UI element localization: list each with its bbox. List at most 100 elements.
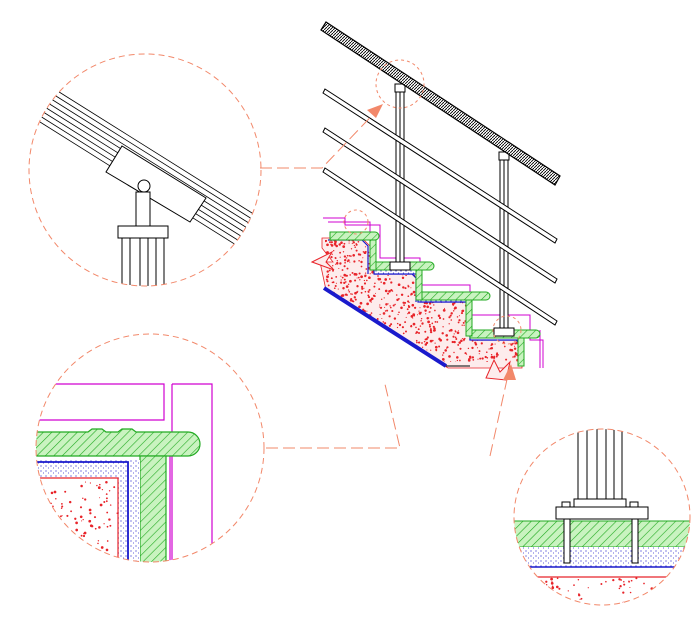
concrete-dot [492, 260, 495, 263]
concrete-dot [442, 309, 446, 312]
concrete-dot [64, 552, 67, 555]
concrete-dot [623, 583, 626, 586]
concrete-dot [519, 603, 521, 605]
concrete-dot [601, 605, 603, 607]
concrete-dot [473, 248, 475, 250]
concrete-dot [376, 257, 378, 259]
concrete-dot [464, 352, 467, 355]
concrete-dot [38, 517, 40, 519]
concrete-dot [318, 291, 320, 293]
concrete-dot [460, 240, 463, 241]
concrete-dot [350, 318, 354, 321]
concrete-dot [487, 268, 490, 270]
concrete-dot [495, 325, 498, 328]
concrete-dot [319, 295, 321, 297]
concrete-dot [387, 368, 388, 369]
concrete-dot [54, 539, 57, 542]
concrete-dot [480, 319, 483, 322]
concrete-dot [434, 345, 438, 349]
concrete-dot [388, 289, 391, 293]
concrete-dot [317, 300, 319, 302]
concrete-dot [450, 312, 453, 315]
concrete-dot [398, 352, 401, 355]
concrete-dot [447, 242, 449, 244]
concrete-dot [471, 346, 474, 350]
concrete-dot [84, 498, 87, 501]
concrete-dot [357, 318, 361, 322]
concrete-dot [365, 268, 368, 270]
concrete-dot [629, 586, 631, 589]
concrete-dot [512, 267, 514, 270]
concrete-dot [422, 355, 426, 359]
concrete-dot [629, 591, 632, 594]
concrete-dot [393, 250, 395, 253]
concrete-dot [410, 292, 413, 296]
concrete-dot [398, 311, 400, 314]
concrete-dot [429, 282, 432, 285]
concrete-dot [340, 241, 343, 244]
concrete-dot [406, 308, 409, 311]
concrete-dot [349, 274, 352, 276]
concrete-dot [325, 348, 328, 352]
concrete-dot [442, 257, 445, 260]
concrete-dot [378, 288, 381, 291]
concrete-dot [545, 580, 548, 583]
concrete-dot [60, 507, 63, 510]
concrete-dot [432, 261, 434, 263]
concrete-dot [99, 497, 101, 499]
concrete-dot [333, 332, 336, 335]
concrete-dot [445, 334, 449, 337]
concrete-dot [468, 272, 472, 275]
concrete-dot [364, 272, 367, 274]
concrete-dot [427, 271, 431, 275]
concrete-dot [364, 246, 367, 248]
concrete-dot [470, 250, 473, 253]
concrete-dot [410, 287, 412, 289]
concrete-dot [333, 346, 336, 348]
concrete-dot [327, 284, 330, 287]
concrete-dot [551, 601, 555, 604]
concrete-dot [476, 282, 479, 284]
concrete-dot [659, 588, 663, 592]
concrete-dot [693, 578, 696, 581]
concrete-dot [364, 250, 367, 253]
concrete-dot [407, 311, 411, 314]
concrete-dot [318, 318, 319, 319]
concrete-dot [496, 275, 498, 277]
concrete-dot [359, 301, 363, 305]
concrete-dot [434, 263, 437, 266]
concrete-dot [477, 258, 480, 261]
concrete-dot [533, 597, 536, 601]
concrete-dot [60, 563, 62, 565]
concrete-dot [413, 306, 417, 309]
concrete-dot [381, 317, 383, 320]
concrete-dot [413, 294, 416, 296]
concrete-dot [514, 352, 518, 356]
concrete-dot [409, 254, 411, 256]
concrete-dot [337, 339, 340, 342]
concrete-dot [74, 517, 77, 520]
concrete-dot [342, 332, 346, 335]
concrete-dot [442, 352, 445, 354]
concrete-dot [405, 316, 407, 318]
concrete-dot [567, 600, 570, 602]
concrete-dot [449, 314, 452, 317]
concrete-dot [350, 316, 352, 318]
concrete-dot [514, 345, 516, 347]
concrete-dot [358, 305, 361, 309]
concrete-dot [513, 347, 517, 350]
concrete-dot [103, 500, 106, 504]
concrete-dot [450, 264, 454, 268]
concrete-dot [333, 355, 335, 358]
concrete-dot [481, 280, 484, 283]
concrete-dot [684, 603, 687, 605]
detail-handrail-bracket [28, 53, 262, 287]
concrete-dot [367, 327, 370, 329]
concrete-dot [419, 356, 422, 359]
concrete-dot [392, 246, 394, 249]
concrete-dot [657, 595, 660, 598]
concrete-dot [413, 251, 416, 255]
concrete-dot [86, 543, 88, 546]
concrete-dot [364, 275, 366, 278]
concrete-dot [335, 244, 338, 248]
